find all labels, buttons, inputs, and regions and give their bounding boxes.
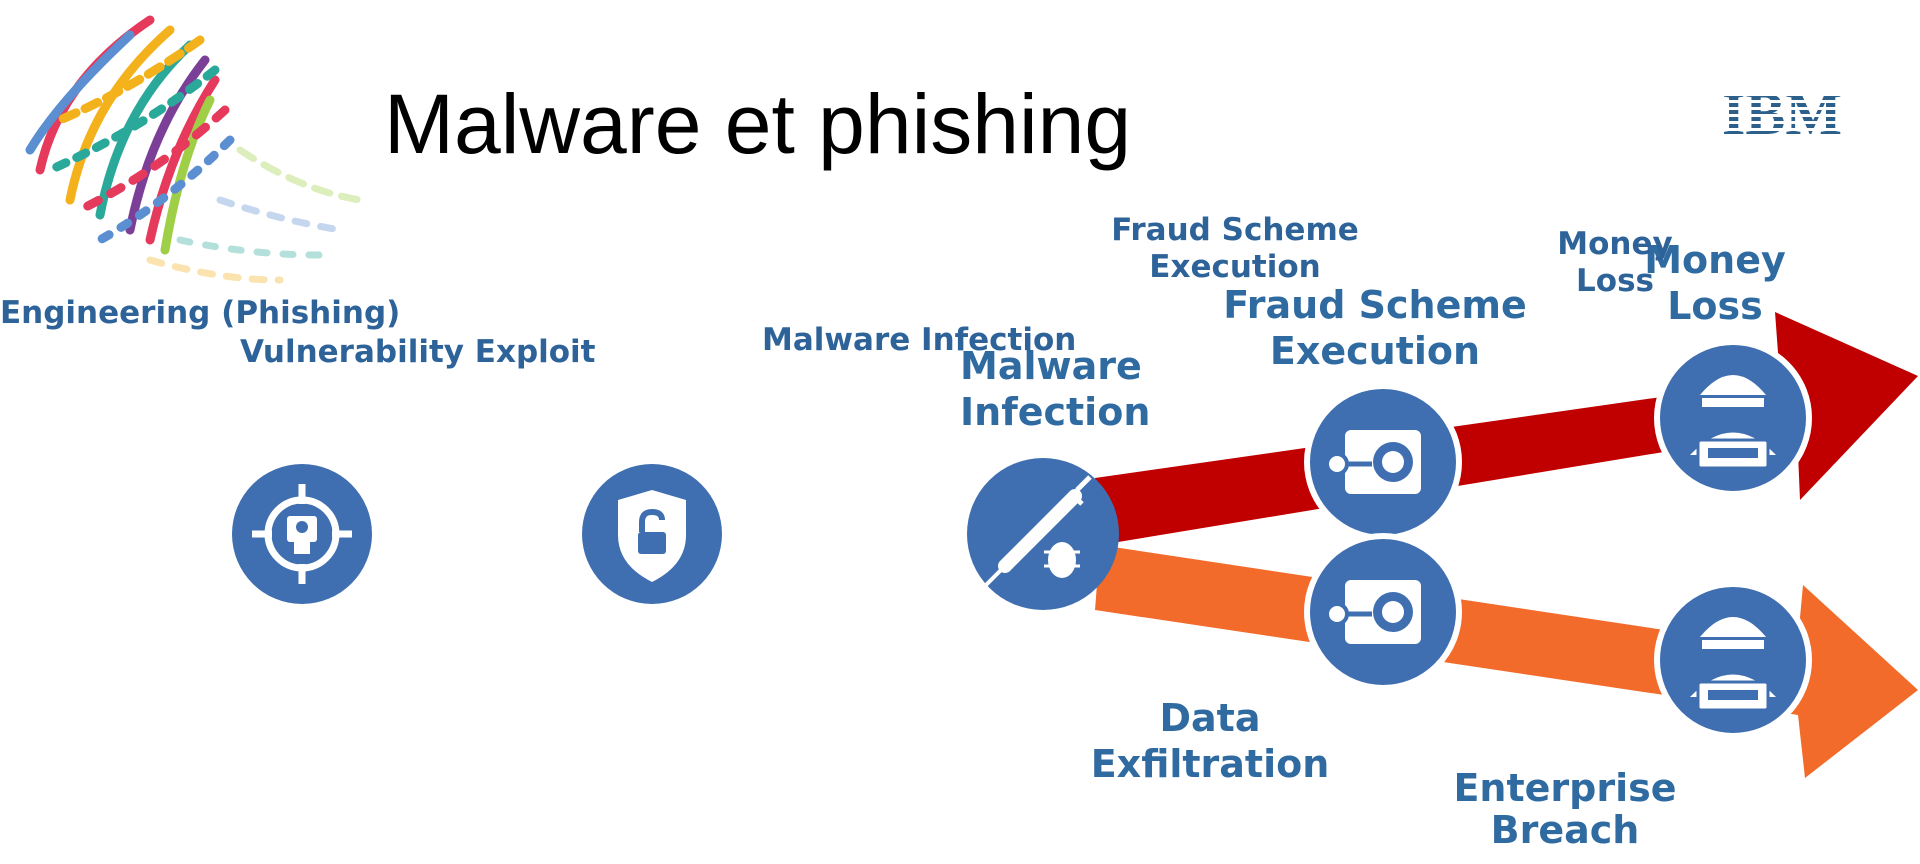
slide-title: Malware et phishing bbox=[384, 77, 1132, 171]
shield-unlock-icon bbox=[582, 464, 722, 604]
label-money-loss-large: Money Loss bbox=[1644, 238, 1786, 328]
label-social-engineering: Engineering (Phishing) bbox=[0, 295, 401, 331]
hacker-icon bbox=[1654, 581, 1812, 739]
label-fraud-scheme: Fraud Scheme Execution bbox=[1111, 212, 1359, 286]
vault-key-icon bbox=[1304, 383, 1462, 541]
decorative-globe-graphic bbox=[25, 15, 364, 284]
target-user-icon bbox=[232, 464, 372, 604]
label-data-exfiltration: Data Exfiltration bbox=[1090, 696, 1330, 786]
hacker-icon bbox=[1654, 339, 1812, 497]
vault-key-icon bbox=[1304, 533, 1462, 691]
ibm-logo: IBM bbox=[1722, 82, 1842, 138]
enterprise-breach-arrow bbox=[1095, 545, 1918, 778]
money-loss-arrow bbox=[1095, 312, 1918, 545]
syringe-bug-icon bbox=[967, 458, 1119, 610]
label-enterprise-breach: Enterprise Breach bbox=[1453, 766, 1677, 852]
label-fraud-large: Fraud Scheme Execution bbox=[1223, 283, 1527, 373]
label-vulnerability-exploit: Vulnerability Exploit bbox=[240, 334, 596, 370]
svg-text:IBM: IBM bbox=[1722, 82, 1842, 138]
label-malware-infection: Malware Infection bbox=[762, 322, 1077, 358]
label-malware-infection-large: Malware Infection bbox=[960, 344, 1151, 434]
label-money-loss: Money Loss bbox=[1557, 226, 1673, 300]
